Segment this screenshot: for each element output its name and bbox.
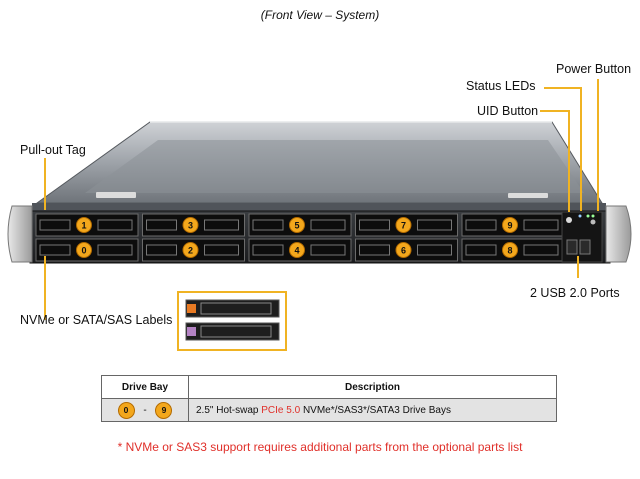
table-header-bay: Drive Bay: [101, 375, 189, 399]
drive-bay-number-badge: [289, 217, 305, 233]
drive-bay-number-badge: [182, 242, 199, 258]
left-rack-ear: [7, 205, 33, 263]
bay-end-badge: 9: [155, 401, 173, 419]
drive-bay-number-badge: [502, 242, 518, 258]
pull-out-tag-leader: [44, 158, 46, 210]
drive-bay-9[interactable]: 9: [461, 213, 565, 237]
uid-button-icon: [566, 217, 572, 223]
drive-bay-number-badge: [289, 242, 305, 258]
power-button-leader: [597, 79, 599, 211]
bay-range-separator: -: [143, 404, 147, 416]
drive-bay-number: 2: [188, 246, 193, 256]
drive-bay-number-badge: [395, 242, 412, 258]
drive-bay-number: 3: [188, 221, 193, 231]
server-front-top-rail: [32, 203, 606, 213]
uid-button-leader-v: [568, 110, 570, 212]
page-title: (Front View – System): [260, 8, 380, 22]
bay-description-cell: 2.5" Hot-swap PCIe 5.0 NVMe*/SAS3*/SATA3…: [188, 398, 557, 422]
drive-bay-2[interactable]: 2: [142, 238, 245, 262]
desc-part1: 2.5" Hot-swap: [196, 404, 262, 416]
desc-pcie-highlight: PCIe 5.0: [261, 404, 301, 416]
table-header-desc: Description: [188, 375, 557, 399]
drive-bay-5[interactable]: 5: [248, 213, 352, 237]
drive-bay-number: 9: [507, 221, 512, 231]
usb-leader: [577, 256, 579, 278]
drive-bay-number-badge: [502, 217, 518, 233]
drive-bay-3[interactable]: 3: [142, 213, 245, 237]
pull-out-tag-label: Pull-out Tag: [20, 143, 86, 157]
status-led-icon: [586, 214, 590, 218]
status-leds-leader-h: [544, 87, 582, 89]
drive-bay-number-badge: [395, 217, 412, 233]
status-leds-label: Status LEDs: [466, 79, 536, 93]
desc-part2: NVMe*/SAS3*/SATA3 Drive Bays: [300, 404, 451, 416]
drive-bay-number: 5: [294, 221, 299, 231]
bay-start-badge: 0: [117, 401, 135, 419]
drive-bay-number: 0: [81, 246, 86, 256]
nvme-labels-label: NVMe or SATA/SAS Labels: [20, 313, 173, 327]
drive-bay-number: 8: [507, 246, 512, 256]
uid-button-leader-h: [540, 110, 570, 112]
drive-bay-8[interactable]: 8: [461, 238, 565, 262]
drive-bay-number: 4: [294, 246, 299, 256]
drive-bay-7[interactable]: 7: [355, 213, 458, 237]
usb-port-icon: [579, 239, 591, 255]
drive-bay-number: 1: [81, 221, 86, 231]
power-button-label: Power Button: [556, 62, 632, 76]
drive-bay-0[interactable]: 0: [35, 238, 139, 262]
uid-button-label: UID Button: [477, 104, 539, 118]
power-button-icon: [590, 219, 596, 225]
right-rack-ear: [605, 205, 632, 263]
drive-bay-1[interactable]: 1: [35, 213, 139, 237]
drive-bay-number: 7: [401, 221, 406, 231]
table-row: 0 - 9 2.5" Hot-swap PCIe 5.0 NVMe*/SAS3*…: [101, 398, 557, 422]
drive-bay-number-badge: [76, 242, 92, 258]
bay-range-cell: 0 - 9: [101, 398, 189, 422]
drive-label-inset: [177, 291, 287, 351]
usb-ports-label: 2 USB 2.0 Ports: [530, 286, 620, 300]
usb-port-icon: [566, 239, 578, 255]
drive-bay-number: 6: [401, 246, 406, 256]
footnote: * NVMe or SAS3 support requires addition…: [117, 440, 523, 454]
drive-bay-4[interactable]: 4: [248, 238, 352, 262]
drive-bay-table: Drive Bay Description 0 - 9 2.5" Hot-swa…: [101, 375, 557, 422]
nvme-label-leader: [44, 256, 46, 320]
drive-bay-number-badge: [182, 217, 199, 233]
status-leds-leader-v: [580, 87, 582, 211]
drive-bay-number-badge: [76, 217, 92, 233]
drive-bay-6[interactable]: 6: [355, 238, 458, 262]
